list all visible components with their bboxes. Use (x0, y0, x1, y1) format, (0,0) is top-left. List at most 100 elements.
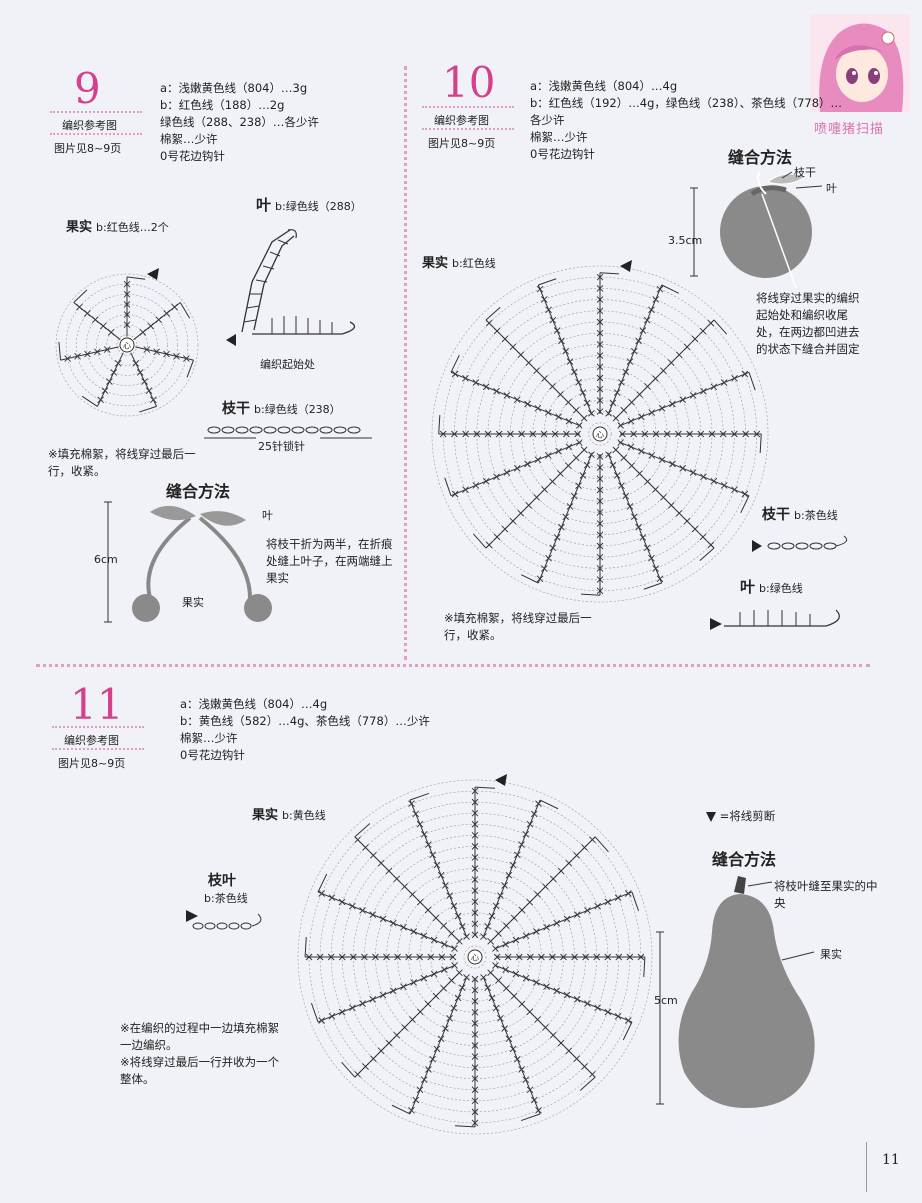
stitch-x (534, 456, 542, 464)
stitch-x (679, 464, 687, 472)
stitch-x (76, 303, 83, 311)
stitch-x (425, 1066, 432, 1073)
stitch-x (502, 922, 510, 930)
stitch-x (424, 1000, 432, 1008)
stitch-x (517, 351, 525, 359)
stitch-x (103, 346, 111, 353)
stitch-x (542, 883, 549, 890)
stitch-x (544, 409, 552, 416)
divider-horizontal (36, 664, 870, 667)
stitch-x (691, 335, 699, 343)
stitch-x (553, 327, 561, 334)
stitch-x (400, 924, 407, 931)
stitch-x (123, 321, 131, 329)
stitch-x (636, 470, 643, 477)
material-line: b：红色线（192）…4g，绿色线（238）、茶色线（778）… (530, 96, 843, 110)
stitch-x (648, 554, 655, 562)
p11-assembly-title: 缝合方法 (712, 850, 777, 869)
stitch-x (588, 451, 595, 459)
stitch-x (582, 953, 589, 961)
stitch-arc (450, 354, 460, 373)
stitch-arc (58, 341, 62, 361)
stitch-x (416, 953, 424, 961)
stitch-x (551, 430, 559, 438)
stitch-x (658, 404, 666, 412)
p10-leaf-chart (710, 609, 840, 630)
stitch-x (449, 953, 457, 961)
stitch-x (536, 575, 544, 583)
stitch-x (482, 383, 490, 391)
pattern-11-materials: a：浅嫩黄色线（804）…4g b：黄色线（582）…4g、茶色线（778）…少… (180, 696, 430, 764)
stitch-x (412, 810, 420, 818)
stitch-x (596, 587, 604, 595)
stitch-x (389, 987, 397, 995)
stitch-x (471, 887, 479, 894)
stitch-x (369, 996, 377, 1003)
stitch-x (557, 867, 565, 875)
stitch-x (707, 319, 715, 327)
cut-thread-icon (620, 260, 632, 272)
page-number: 11 (882, 1152, 900, 1168)
stitch-x (619, 430, 626, 438)
stitch-x (581, 844, 588, 851)
p9-assembly-size: 6cm (94, 553, 118, 566)
stitch-x (658, 456, 666, 464)
stitch-x (540, 430, 548, 438)
stitch-x (354, 836, 361, 843)
stitch-arc (643, 582, 662, 590)
stitch-x (416, 1008, 424, 1016)
stitch-x (328, 1012, 336, 1020)
stitch-x (596, 408, 604, 415)
stitch-x (451, 490, 459, 498)
material-line: 绿色线（288、238）…各少许 (160, 115, 319, 129)
stitch-x (471, 809, 479, 817)
stitch-x (420, 1076, 428, 1083)
stitch-x (433, 1045, 441, 1053)
stitch-x (579, 472, 587, 479)
p10-assembly-stem: 枝干 (794, 166, 816, 179)
stitch-x (440, 984, 448, 992)
stitch-x (505, 871, 513, 879)
stitch-x (652, 296, 660, 303)
stitch-x (565, 1047, 573, 1055)
stitch-x (581, 1063, 588, 1070)
stitch-x (643, 316, 651, 324)
stitch-x (328, 894, 336, 902)
stitch-x (318, 890, 326, 897)
stitch-x (485, 319, 493, 327)
stitch-x (510, 914, 518, 922)
dashed-ring (463, 945, 487, 969)
stitch-x (563, 915, 571, 923)
stitch-x (565, 443, 573, 451)
stitch-x (530, 1096, 538, 1104)
stitch-x (731, 374, 738, 382)
stitch-x (473, 430, 481, 438)
stitch-x (420, 974, 428, 982)
stitch-x (432, 914, 440, 922)
stitch-x (359, 1000, 366, 1007)
pattern-11-underline (52, 726, 144, 728)
stitch-x (594, 902, 601, 910)
stitch-x (596, 374, 604, 382)
stitch-arc (81, 395, 98, 407)
stitch-x (565, 462, 572, 469)
stitch-x (416, 898, 424, 906)
stitch-arc (304, 936, 307, 958)
stitch-x (430, 936, 438, 944)
stitch-x (542, 1024, 549, 1031)
stitch-x (501, 335, 509, 343)
stitch-arc (599, 272, 619, 275)
stitch-x (573, 911, 581, 918)
stitch-x (526, 1008, 534, 1016)
stitch-x (635, 337, 642, 345)
dashed-ring (116, 334, 138, 356)
stitch-x (525, 501, 533, 509)
stitch-x (596, 542, 604, 550)
stitch-x (534, 1016, 541, 1023)
stitch-x (622, 368, 630, 376)
stitch-x (502, 984, 510, 992)
stitch-x (448, 977, 455, 984)
